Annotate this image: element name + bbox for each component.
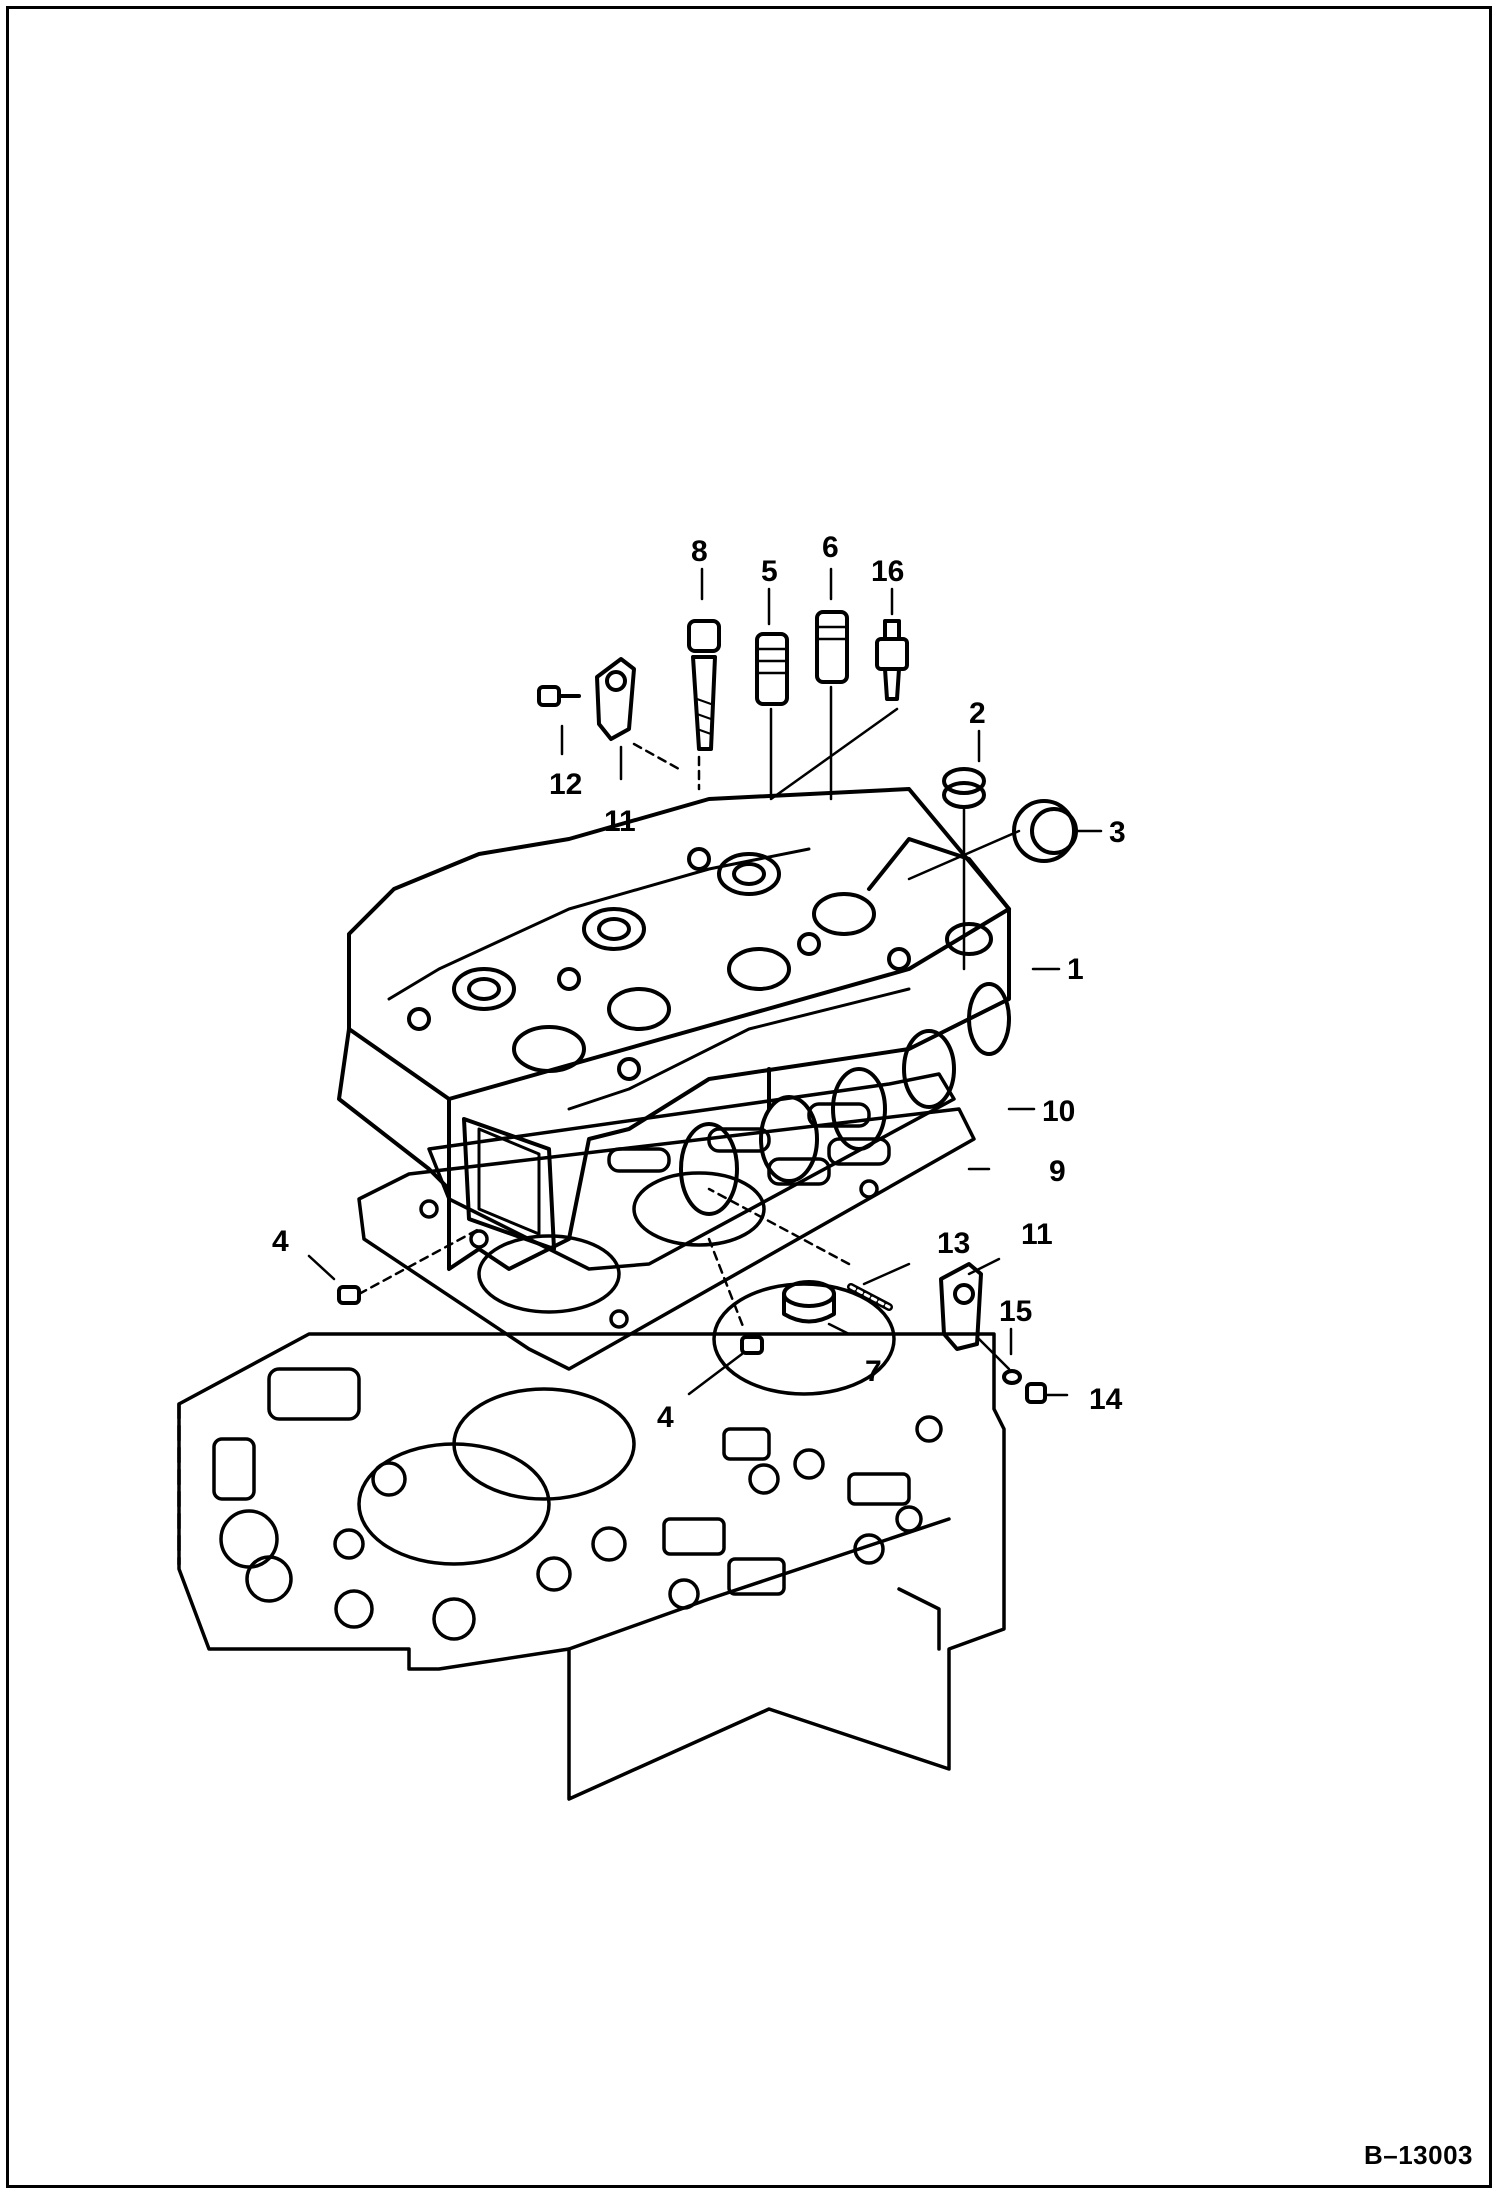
callout-3: 3 (1109, 816, 1126, 849)
callout-15: 15 (999, 1295, 1032, 1328)
callout-11-upper: 11 (604, 805, 636, 838)
callout-9: 9 (1049, 1155, 1066, 1188)
engine-block (177, 1282, 1006, 1801)
callout-5: 5 (761, 555, 778, 588)
sealing-ring (942, 767, 986, 809)
callout-14: 14 (1089, 1383, 1123, 1416)
nozzle-holder (755, 632, 789, 706)
callout-labels: 8 5 6 16 2 3 1 10 9 12 11 4 4 7 13 11 15… (272, 531, 1126, 1434)
callout-8: 8 (691, 535, 708, 568)
callout-2: 2 (969, 697, 986, 730)
cylinder-head-exploded-view: 8 5 6 16 2 3 1 10 9 12 11 4 4 7 13 11 15… (177, 531, 1126, 1801)
engine-hanger-upper (595, 657, 636, 741)
callout-13: 13 (937, 1227, 970, 1260)
callout-16: 16 (871, 555, 904, 588)
callout-7: 7 (865, 1355, 882, 1388)
leader-lines (307, 567, 1103, 1397)
head-gasket-lower (357, 1107, 976, 1371)
callout-11-lower: 11 (1021, 1218, 1053, 1251)
sleeve (782, 1280, 836, 1324)
callout-4-bottom: 4 (657, 1401, 674, 1434)
plug-left (337, 1285, 361, 1305)
cap (1012, 799, 1078, 863)
engine-hanger-lower (939, 1262, 983, 1351)
temperature-sensor (875, 619, 909, 701)
plug-bottom (740, 1335, 764, 1355)
stud (847, 1283, 893, 1311)
plug (815, 610, 849, 684)
callout-6: 6 (822, 531, 839, 564)
washer (1002, 1369, 1022, 1385)
nut (1025, 1382, 1047, 1404)
callout-10: 10 (1042, 1095, 1075, 1128)
callout-1: 1 (1067, 953, 1084, 986)
callout-12: 12 (549, 768, 582, 801)
head-gasket-upper (427, 1072, 956, 1271)
figure-id: B–13003 (1363, 2140, 1473, 2170)
cylinder-head (337, 787, 1011, 1271)
head-bolt (687, 619, 721, 751)
callout-4-left: 4 (272, 1225, 289, 1258)
page-frame: 8 5 6 16 2 3 1 10 9 12 11 4 4 7 13 11 15… (6, 6, 1492, 2188)
hanger-bolt-upper (537, 685, 581, 707)
